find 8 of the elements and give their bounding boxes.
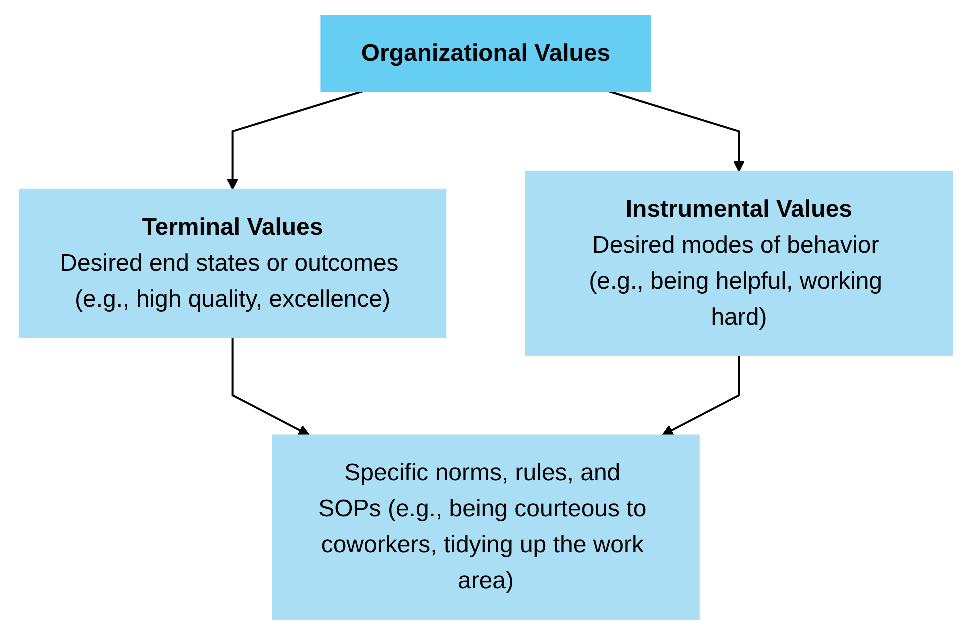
arrow	[661, 355, 740, 436]
node-box: Terminal Values Desired end states or outcomes (e.g., high quality, excellence)	[18, 188, 446, 338]
node-box: Instrumental Values Desired modes of behavior (e.g., being helpful, working hard)	[524, 170, 953, 356]
arrow	[608, 90, 745, 172]
node-box: Organizational Values	[320, 15, 651, 92]
node-box: Specific norms, rules, and SOPs (e.g., being courteous to coworkers, tidying up the work area)	[272, 434, 700, 620]
arrow	[231, 338, 310, 436]
arrow	[226, 90, 362, 190]
